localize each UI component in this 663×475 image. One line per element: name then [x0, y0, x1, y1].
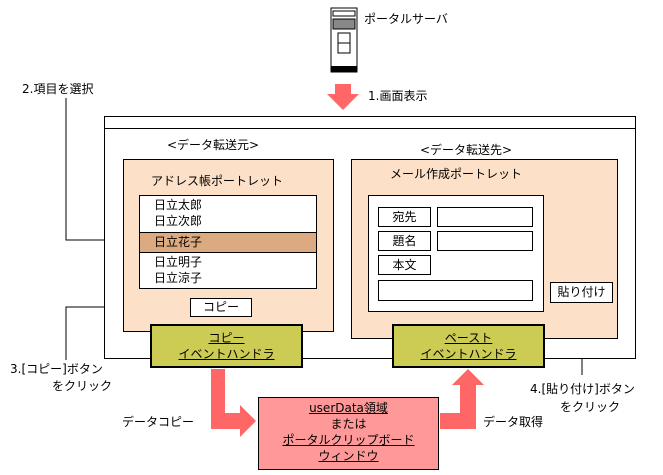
step3-label-line1: 3.[コピー]ボタン — [10, 362, 103, 376]
destination-heading: <データ転送先> — [420, 143, 513, 157]
list-item[interactable]: 日立涼子 — [154, 271, 203, 285]
body-label: 本文 — [378, 255, 431, 275]
server-label: ポータルサーバ — [364, 12, 448, 26]
browser-titlebar-divider — [104, 128, 636, 129]
get-flow-arrow — [440, 369, 484, 429]
list-item[interactable]: 日立次郎 — [154, 214, 203, 228]
to-label: 宛先 — [378, 207, 431, 227]
step4-label-line2: をクリック — [560, 400, 621, 414]
subject-label: 題名 — [378, 231, 431, 251]
display-arrow — [327, 84, 359, 110]
paste-handler-line2: イベントハンドラ — [420, 347, 517, 361]
step2-label: 2.項目を選択 — [22, 82, 94, 96]
copy-event-handler: コピー イベントハンドラ — [150, 324, 303, 368]
list-item[interactable]: 日立太郎 — [154, 198, 203, 212]
paste-event-handler: ペースト イベントハンドラ — [392, 324, 545, 368]
server-icon — [330, 7, 358, 73]
to-field[interactable] — [437, 207, 533, 227]
body-field[interactable] — [378, 280, 533, 301]
storage-line4: ウィンドウ — [318, 449, 379, 463]
storage-line1: userData領域 — [309, 401, 388, 415]
copy-flow-arrow — [211, 369, 256, 437]
step3-label-line2: をクリック — [52, 379, 113, 393]
data-copy-label: データコピー — [122, 415, 195, 429]
address-book-title: アドレス帳ポートレット — [151, 174, 284, 188]
copy-handler-line2: イベントハンドラ — [178, 347, 275, 361]
source-heading: <データ転送元> — [167, 138, 260, 152]
step1-label: 1.画面表示 — [368, 89, 428, 103]
copy-button[interactable]: コピー — [190, 298, 252, 317]
copy-handler-line1: コピー — [208, 331, 245, 345]
storage-line2: または — [330, 417, 367, 431]
storage-line3: ポータルクリップボード — [282, 433, 415, 447]
address-list: 日立太郎 日立次郎 日立花子 日立明子 日立涼子 — [139, 195, 317, 289]
subject-field[interactable] — [437, 231, 533, 251]
data-get-label: データ取得 — [483, 415, 544, 429]
list-item-selected[interactable]: 日立花子 — [140, 232, 316, 253]
step4-label-line1: 4.[貼り付け]ボタン — [530, 382, 635, 396]
list-item[interactable]: 日立明子 — [154, 255, 203, 269]
paste-handler-line1: ペースト — [444, 331, 493, 345]
paste-button[interactable]: 貼り付け — [550, 282, 613, 303]
storage-box: userData領域 または ポータルクリップボード ウィンドウ — [258, 397, 439, 470]
mail-compose-title: メール作成ポートレット — [390, 167, 523, 181]
